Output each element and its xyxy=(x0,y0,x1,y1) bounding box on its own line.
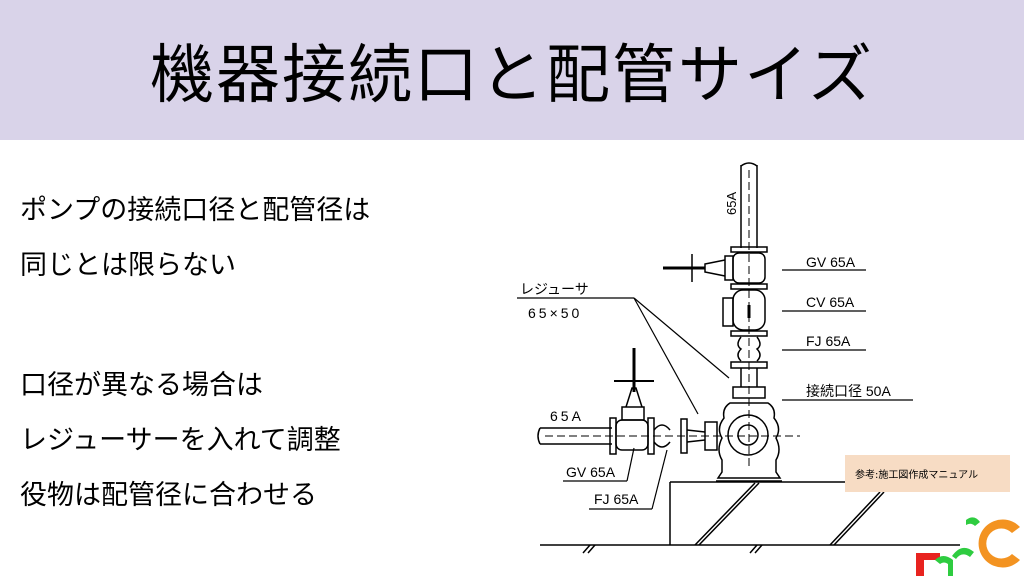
lower-flexible-joint xyxy=(653,418,718,454)
body-line: 役物は配管径に合わせる xyxy=(20,480,317,511)
pump xyxy=(716,402,782,482)
upper-gate-valve xyxy=(663,246,768,290)
logo xyxy=(916,517,1020,576)
upper-flexible-joint xyxy=(730,336,768,399)
pump-port-label: 接続口径 50A xyxy=(806,383,891,399)
body-line: 口径が異なる場合は xyxy=(20,370,263,401)
reducer-size: 65×50 xyxy=(528,305,582,321)
vertical-pipe xyxy=(740,162,758,470)
vertical-pipe-size: 65A xyxy=(724,192,739,215)
body-line: ポンプの接続口径と配管径は xyxy=(20,195,371,226)
slide-title: 機器接続口と配管サイズ xyxy=(149,39,875,113)
reducer-label: レジューサ xyxy=(520,281,589,297)
upper-gv-label: GV 65A xyxy=(806,254,856,270)
reference-note: 参考:施工図作成マニュアル xyxy=(845,455,1010,492)
lower-gate-valve xyxy=(609,348,655,455)
check-valve xyxy=(722,289,768,337)
lower-gv-label: GV 65A xyxy=(566,464,616,480)
title-band: 機器接続口と配管サイズ xyxy=(0,0,1024,140)
lower-fj-label: FJ 65A xyxy=(594,491,639,507)
upper-fj-label: FJ 65A xyxy=(806,333,851,349)
body-line: レジューサーを入れて調整 xyxy=(20,425,341,456)
upper-cv-label: CV 65A xyxy=(806,294,855,310)
body-line: 同じとは限らない xyxy=(20,250,236,281)
leader-lines xyxy=(517,269,913,510)
horizontal-pipe-size: 65A xyxy=(550,408,584,424)
horizontal-pipe xyxy=(537,427,800,445)
